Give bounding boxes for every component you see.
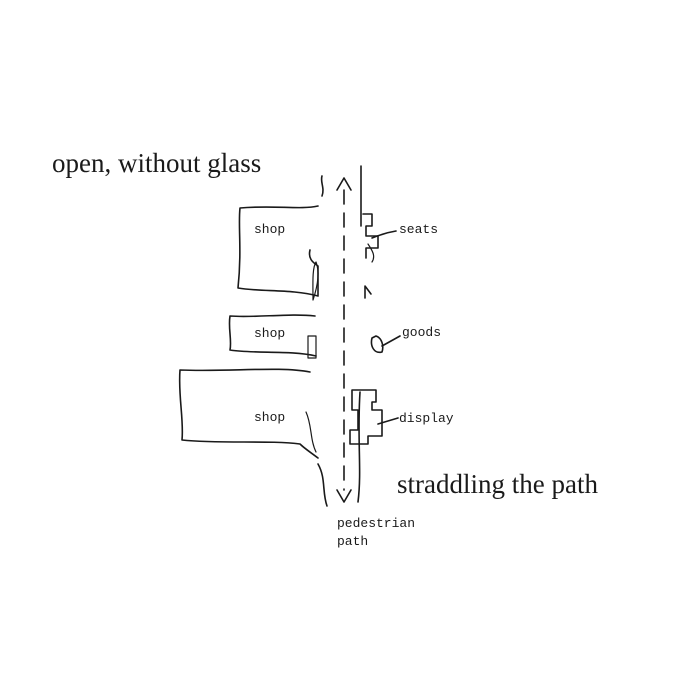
label-path: path xyxy=(337,534,368,549)
label-shop-2: shop xyxy=(254,326,285,341)
arrow-down-icon xyxy=(336,489,352,503)
label-goods: goods xyxy=(402,325,441,340)
shop-3-stall xyxy=(305,411,317,453)
label-shop-1: shop xyxy=(254,222,285,237)
goods-leader xyxy=(381,335,401,347)
shop-2-outline xyxy=(228,314,317,357)
seats-mark xyxy=(367,243,375,263)
arrow-up-icon xyxy=(336,177,352,191)
display-leader xyxy=(377,417,399,425)
path-left-edge-top-stub xyxy=(320,175,324,197)
display-stall xyxy=(349,389,383,445)
shop-1-stall xyxy=(312,261,319,301)
caption-open-without-glass: open, without glass xyxy=(52,148,261,178)
label-seats: seats xyxy=(399,222,438,237)
path-mark xyxy=(364,285,372,299)
seats-leader xyxy=(371,230,397,239)
shop-3-outline xyxy=(178,368,319,459)
shop-1-outline xyxy=(237,205,319,297)
path-left-edge-bottom-stub xyxy=(317,463,328,507)
label-display: display xyxy=(399,411,454,426)
shop-2-stall xyxy=(307,335,317,359)
label-shop-3: shop xyxy=(254,410,285,425)
goods-stall xyxy=(370,335,384,354)
label-pedestrian: pedestrian xyxy=(337,516,415,531)
caption-straddling-the-path: straddling the path xyxy=(397,469,598,499)
path-right-edge-lower xyxy=(357,391,361,503)
